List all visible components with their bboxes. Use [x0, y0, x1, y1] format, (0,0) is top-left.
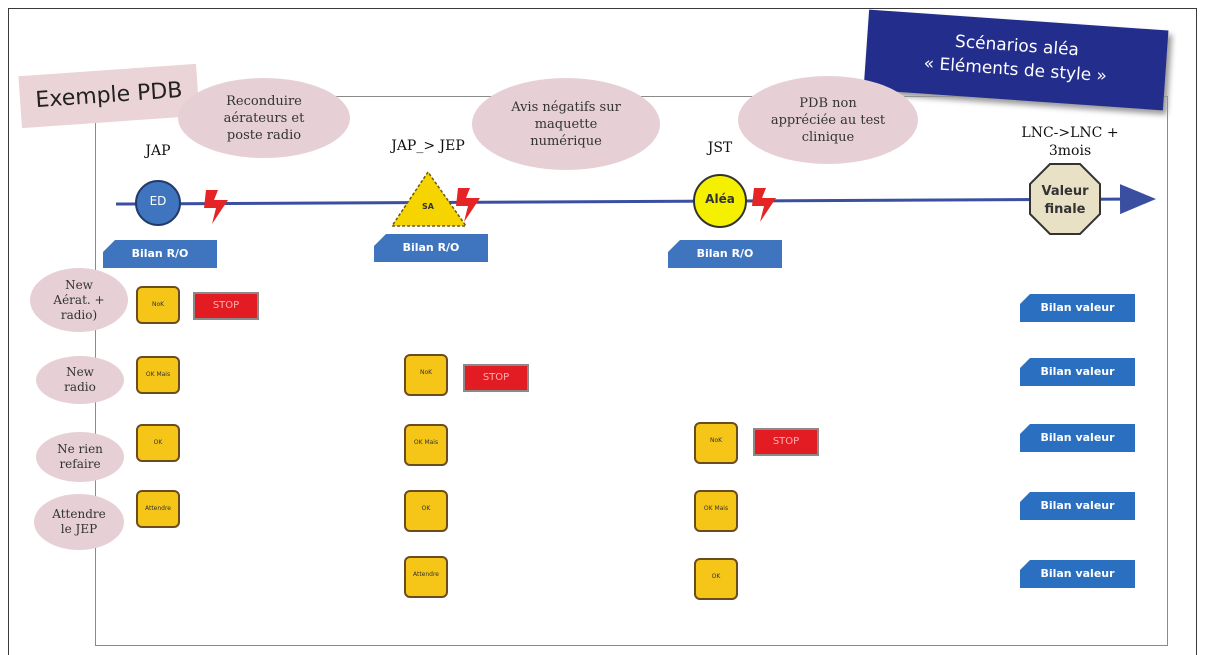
scenario-attendre: Attendre le JEP [34, 494, 124, 550]
timeline-arrow [115, 184, 1156, 215]
box-c2-r1: NoK [404, 354, 448, 396]
scenario-new-aerat: New Aérat. + radio) [30, 268, 128, 332]
box-c2-r4: Attendre [404, 556, 448, 598]
bilan-valeur-2: Bilan valeur [1020, 358, 1135, 386]
node-ed-circle [135, 180, 181, 226]
bubble-jap-text: Reconduire aérateurs et poste radio [223, 93, 305, 143]
box-c2-r3: OK [404, 490, 448, 532]
node-alea-circle [693, 174, 747, 228]
bubble-jst: PDB non appréciée au test clinique [738, 76, 918, 164]
node-ed-label: ED [149, 194, 167, 208]
box-c3-r3: OK [694, 558, 738, 600]
box-c2-r2: OK Mais [404, 424, 448, 466]
box-c1-r3: OK [136, 424, 180, 462]
scenario-new-radio-text: New radio [64, 365, 96, 394]
scenario-attendre-text: Attendre le JEP [52, 507, 106, 536]
box-c1-r4: Attendre [136, 490, 180, 528]
lightning-icon-2 [456, 188, 480, 222]
scenario-new-aerat-text: New Aérat. + radio) [53, 277, 105, 322]
node-sa-triangle [390, 170, 468, 227]
bubble-jep-text: Avis négatifs sur maquette numérique [511, 99, 621, 149]
stop-c1: STOP [193, 292, 259, 320]
box-c1-r2: OK Mais [136, 356, 180, 394]
bubble-jst-text: PDB non appréciée au test clinique [770, 95, 886, 145]
stop-c3: STOP [753, 428, 819, 456]
bilan-valeur-4: Bilan valeur [1020, 492, 1135, 520]
lightning-icon-1 [204, 190, 228, 224]
bilan-ro-3: Bilan R/O [668, 240, 782, 268]
milestone-jep: JAP_> JEP [391, 138, 465, 154]
bilan-ro-2: Bilan R/O [374, 234, 488, 262]
outer-frame [8, 8, 1197, 655]
lightning-icon-3 [752, 188, 776, 222]
bilan-valeur-1: Bilan valeur [1020, 294, 1135, 322]
scenario-ne-rien-text: Ne rien refaire [57, 442, 103, 471]
bilan-ro-1: Bilan R/O [103, 240, 217, 268]
node-final-label: Valeur finale [1041, 184, 1089, 217]
box-c1-r1: NoK [136, 286, 180, 324]
bilan-valeur-5: Bilan valeur [1020, 560, 1135, 588]
milestone-lnc: LNC->LNC + 3mois [1021, 125, 1119, 159]
milestone-jap: JAP [145, 143, 171, 159]
box-c3-r1: NoK [694, 422, 738, 464]
bilan-valeur-3: Bilan valeur [1020, 424, 1135, 452]
scenario-ne-rien: Ne rien refaire [36, 432, 124, 482]
node-final-octagon [1029, 163, 1101, 235]
bubble-jep: Avis négatifs sur maquette numérique [472, 78, 660, 170]
stop-c2: STOP [463, 364, 529, 392]
node-alea-label: Aléa [705, 192, 735, 206]
bubble-jap: Reconduire aérateurs et poste radio [178, 78, 350, 158]
node-sa-label: SA [422, 202, 434, 211]
scenario-new-radio: New radio [36, 356, 124, 404]
box-c3-r2: OK Mais [694, 490, 738, 532]
milestone-jst: JST [707, 140, 733, 156]
